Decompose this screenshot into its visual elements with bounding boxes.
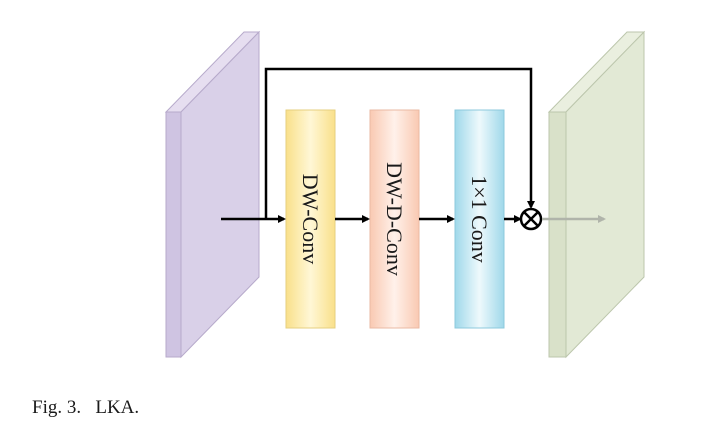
output-feature-map [547,30,646,359]
dw-d-conv-block: DW-D-Conv [369,109,420,329]
skip-connection-arrow [264,67,535,219]
figure-caption: Fig. 3. LKA. [32,397,140,418]
multiply-operator-icon [519,207,543,231]
dw-d-conv-label: DW-D-Conv [382,162,407,276]
dw-conv-label: DW-Conv [298,174,323,264]
conv-1x1-block: 1×1 Conv [454,109,505,329]
conv-1x1-label: 1×1 Conv [467,175,492,263]
dw-conv-block: DW-Conv [285,109,336,329]
input-feature-map [164,30,261,359]
